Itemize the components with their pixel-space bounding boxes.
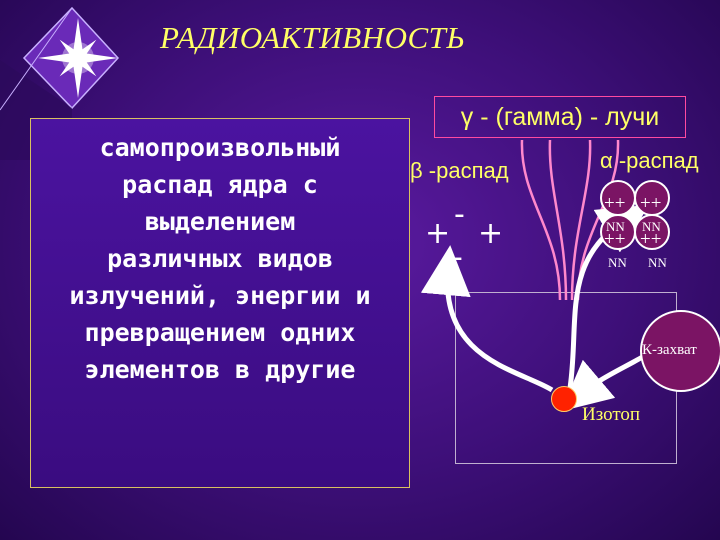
alpha-neutron-pair: NN xyxy=(642,219,661,234)
beta-plus-sign: + xyxy=(425,216,451,251)
isotope-label: Изотоп xyxy=(582,404,641,425)
alpha-decay-label: α -распад xyxy=(600,148,699,173)
definition-line: различных видов xyxy=(107,244,333,273)
definition-line: элементов в другие xyxy=(84,355,356,384)
alpha-proton-pair: ++ xyxy=(604,229,626,250)
alpha-proton-pair: ++ xyxy=(640,229,662,250)
gamma-rays-label: γ - (гамма) - лучи xyxy=(434,96,686,138)
beta-plus-sign: + xyxy=(478,216,504,251)
beta-minus-sign: - xyxy=(452,240,463,275)
k-capture-label: К-захват xyxy=(642,342,697,358)
alpha-neutron-pair: NN xyxy=(608,255,627,270)
definition-line: излучений, энергии и xyxy=(69,281,371,310)
gamma-ray-line xyxy=(570,139,592,301)
definition-text: самопроизвольный распад ядра с выделение… xyxy=(31,129,409,388)
gamma-ray-line xyxy=(548,139,568,301)
alpha-nucleon xyxy=(634,214,670,250)
gamma-ray-line xyxy=(520,139,562,301)
isotope-frame xyxy=(455,292,677,464)
definition-line: самопроизвольный xyxy=(99,133,341,162)
page-title: РАДИОАКТИВНОСТЬ xyxy=(160,20,466,55)
definition-line: распад ядра с xyxy=(122,170,318,199)
isotope-nucleus xyxy=(551,386,577,412)
beta-minus-sign: - xyxy=(454,197,465,232)
definition-box: самопроизвольный распад ядра с выделение… xyxy=(30,118,410,488)
definition-line: превращением одних xyxy=(84,318,356,347)
alpha-proton-pair: ++ xyxy=(604,193,626,214)
alpha-proton-pair: ++ xyxy=(640,193,662,214)
k-capture-circle xyxy=(640,310,720,392)
alpha-neutron-pair: NN xyxy=(648,255,667,270)
definition-line: выделением xyxy=(144,207,296,236)
alpha-neutron-pair: NN xyxy=(606,219,625,234)
beta-decay-label: β -распад xyxy=(410,158,509,183)
